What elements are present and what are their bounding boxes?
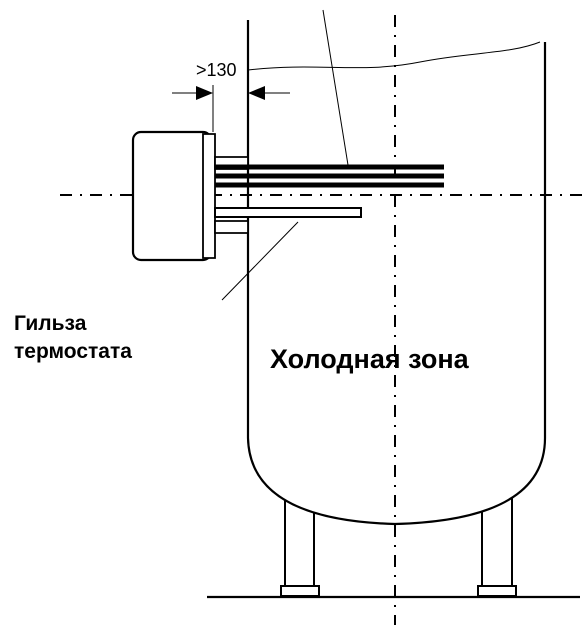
left-leg-foot: [281, 586, 319, 596]
heater-boss-bottom: [215, 221, 248, 233]
tank-body: [248, 20, 545, 524]
right-leg-foot: [478, 586, 516, 596]
heating-elements: [215, 167, 444, 185]
element-leader-line: [323, 10, 348, 165]
left-leg: [285, 500, 314, 588]
cold-zone-label: Холодная зона: [270, 344, 469, 374]
thermostat-sleeve: [215, 208, 361, 217]
tank-left-wall: [248, 20, 545, 524]
water-level-line: [248, 42, 540, 70]
dimension-label: >130: [196, 60, 237, 80]
sleeve-label-line-2: термостата: [14, 340, 132, 363]
dimension-arrow-left: [196, 86, 213, 100]
heater-head: [133, 132, 211, 260]
right-leg: [482, 498, 512, 588]
sleeve-leader-line: [222, 222, 298, 300]
dimension-arrow-right: [248, 86, 265, 100]
heater-flange: [203, 134, 215, 258]
thermostat-sleeve-label: Гильза термостата: [14, 310, 132, 366]
sleeve-label-line-1: Гильза: [14, 312, 87, 335]
